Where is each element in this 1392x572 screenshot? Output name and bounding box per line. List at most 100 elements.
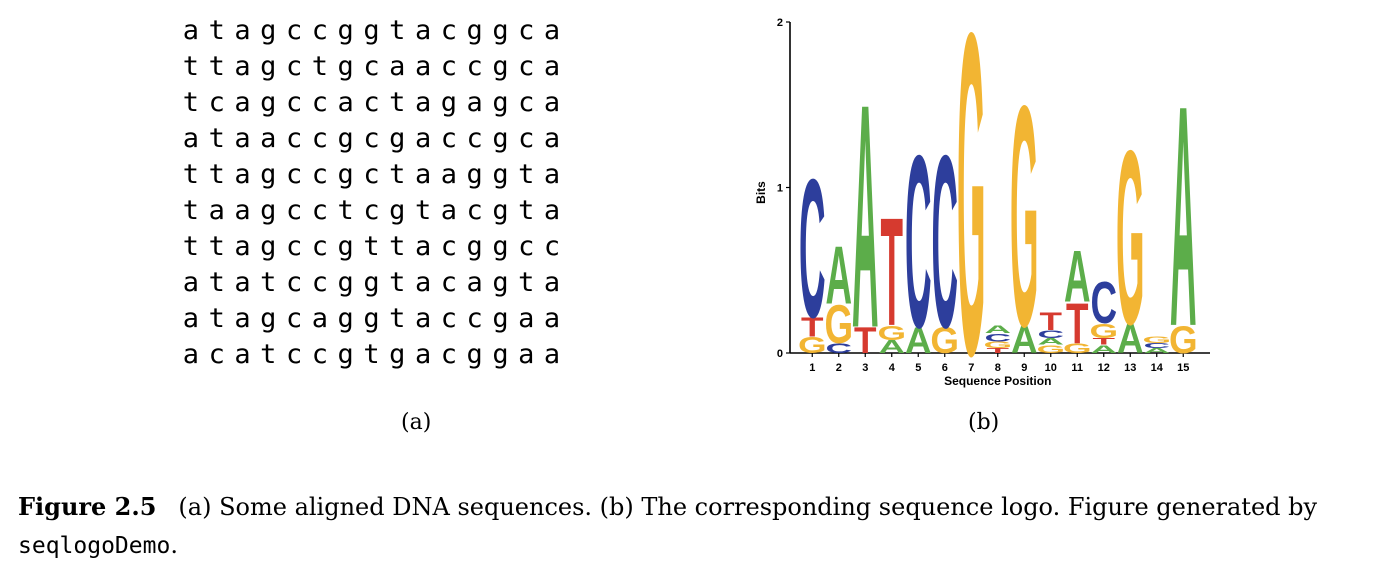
logo-letter-c: C xyxy=(984,331,1011,344)
logo-letter-a: A xyxy=(852,39,879,393)
sequence-base: c xyxy=(440,15,457,46)
logo-letter-g: G xyxy=(1010,40,1039,393)
sequence-base: a xyxy=(414,159,432,190)
x-tick-label: 15 xyxy=(1177,362,1189,374)
sequence-base: g xyxy=(363,15,380,46)
sequence-base: a xyxy=(414,267,432,298)
sequence-base: a xyxy=(543,51,561,82)
x-tick-label: 8 xyxy=(995,362,1001,374)
sequence-base: c xyxy=(311,339,329,370)
x-tick-label: 7 xyxy=(968,362,974,374)
sequence-base: a xyxy=(234,87,251,118)
sequence-base: c xyxy=(440,231,457,262)
sequence-base: g xyxy=(389,339,406,370)
logo-letter-c: C xyxy=(905,106,932,380)
logo-letter-a: A xyxy=(1143,347,1170,355)
sequence-base: c xyxy=(543,231,561,262)
sequence-base: g xyxy=(363,267,380,298)
sequence-base: t xyxy=(182,231,200,262)
sequence-base: a xyxy=(182,267,200,298)
sequence-base: a xyxy=(414,123,432,154)
sequence-base: c xyxy=(285,87,303,118)
logo-letter-g: G xyxy=(1169,319,1198,362)
sequence-base: g xyxy=(466,15,483,46)
sequence-base: g xyxy=(337,267,354,298)
sequence-base: c xyxy=(311,15,329,46)
sequence-base: c xyxy=(518,15,535,46)
sequence-base: a xyxy=(414,339,432,370)
sequence-base: c xyxy=(285,123,303,154)
sequence-base: g xyxy=(337,339,354,370)
sequence-base: c xyxy=(208,339,225,370)
sequence-base: t xyxy=(208,231,225,262)
sequence-base: g xyxy=(466,159,483,190)
sequence-base: c xyxy=(363,51,380,82)
sequence-base: c xyxy=(440,303,457,334)
sequence-base: g xyxy=(492,159,509,190)
caption-text: (a) Some aligned DNA sequences. (b) The … xyxy=(178,493,1318,521)
sequence-base: t xyxy=(208,303,225,334)
sequence-base: c xyxy=(363,159,380,190)
logo-letter-g: G xyxy=(877,322,906,345)
logo-letter-g: G xyxy=(1036,342,1065,355)
sequence-base: a xyxy=(182,339,200,370)
sequence-base: a xyxy=(182,123,200,154)
sequence-base: c xyxy=(466,195,483,226)
sequence-base: a xyxy=(543,159,561,190)
sequence-base: a xyxy=(389,51,406,82)
sequence-base: a xyxy=(414,87,432,118)
sequence-base: a xyxy=(440,159,457,190)
x-tick-label: 2 xyxy=(836,362,842,374)
logo-letter-t: T xyxy=(1093,336,1116,346)
sequence-base: t xyxy=(182,195,200,226)
sequence-base: t xyxy=(208,51,225,82)
sequence-base: t xyxy=(414,195,432,226)
logo-letter-c: C xyxy=(1090,269,1117,336)
sequence-base: t xyxy=(389,231,406,262)
sequence-base: c xyxy=(311,87,329,118)
x-tick-label: 11 xyxy=(1071,362,1083,374)
sequence-base: t xyxy=(389,15,406,46)
sequence-base: c xyxy=(466,123,483,154)
sequence-base: c xyxy=(466,303,483,334)
sequence-base: t xyxy=(208,159,225,190)
sequence-base: g xyxy=(492,51,509,82)
x-tick-label: 4 xyxy=(889,362,896,374)
sequence-base: c xyxy=(285,159,303,190)
sequence-base: a xyxy=(182,15,200,46)
sequence-base: t xyxy=(182,159,200,190)
sequence-base: t xyxy=(311,51,329,82)
logo-letter-a: A xyxy=(1170,40,1197,393)
x-tick-label: 14 xyxy=(1151,362,1164,374)
logo-letter-a: A xyxy=(1090,342,1117,355)
sequence-base: c xyxy=(311,159,329,190)
sequence-base: t xyxy=(208,267,225,298)
sequence-base: t xyxy=(260,267,277,298)
sequence-base: a xyxy=(234,15,251,46)
sequence-base: c xyxy=(363,195,380,226)
sequence-base: a xyxy=(466,267,483,298)
sequence-base: c xyxy=(285,339,303,370)
x-tick-label: 6 xyxy=(942,362,948,374)
sequence-base: c xyxy=(440,123,457,154)
sequence-base: c xyxy=(285,51,303,82)
sequence-base: c xyxy=(466,51,483,82)
sequence-base: t xyxy=(389,303,406,334)
x-tick-label: 3 xyxy=(862,362,868,374)
x-tick-label: 5 xyxy=(915,362,921,374)
sequence-base: g xyxy=(492,123,509,154)
sequence-base: c xyxy=(285,195,303,226)
y-tick-label: 2 xyxy=(777,17,783,29)
sequence-base: g xyxy=(440,87,457,118)
logo-letter-g: G xyxy=(824,294,853,355)
caption-end: . xyxy=(170,531,178,559)
sequence-base: a xyxy=(182,303,200,334)
logo-letter-g: G xyxy=(1089,320,1118,343)
sequence-base: t xyxy=(182,51,200,82)
